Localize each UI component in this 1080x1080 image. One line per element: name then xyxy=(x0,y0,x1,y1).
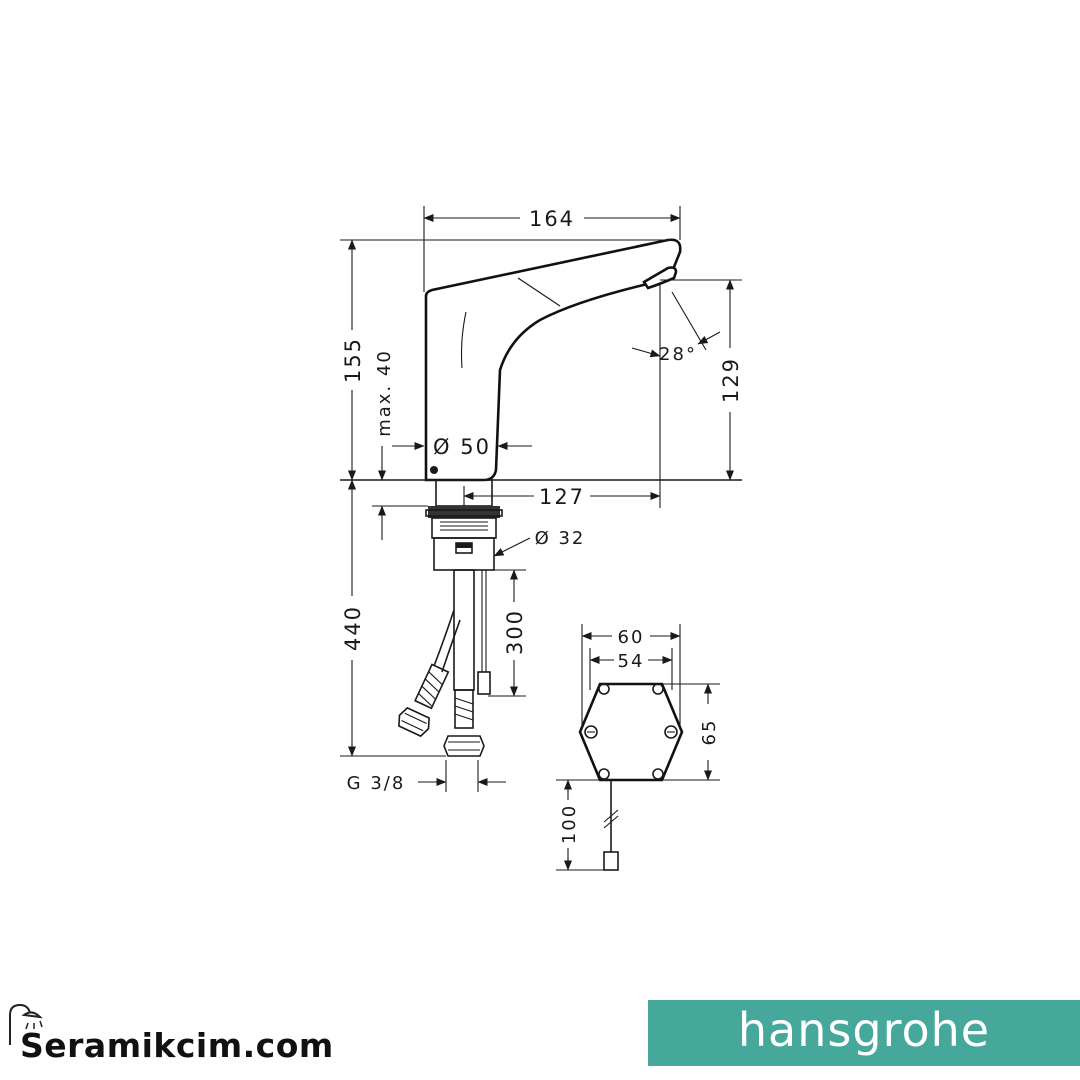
control-box xyxy=(578,682,684,871)
dim-129: 129 xyxy=(719,357,743,403)
dim-440: 440 xyxy=(341,605,365,651)
mounting-assembly xyxy=(398,479,503,757)
dim-diameter-50: Ø 50 xyxy=(433,435,491,459)
dim-60: 60 xyxy=(618,627,645,648)
dim-300: 300 xyxy=(503,609,527,655)
dim-100: 100 xyxy=(559,804,580,844)
dim-127: 127 xyxy=(539,485,585,509)
dim-max-40: max. 40 xyxy=(374,349,395,437)
dim-164: 164 xyxy=(529,207,575,231)
watermark-text: Seramikcim.com xyxy=(20,1026,334,1065)
dim-g-3-8: G 3/8 xyxy=(347,773,406,794)
dim-diameter-32: Ø 32 xyxy=(535,528,586,549)
watermark-shower-area xyxy=(9,1003,43,1045)
brand-logo-text: hansgrohe xyxy=(737,1003,991,1057)
shower-head-icon xyxy=(9,1003,43,1045)
dim-angle-28: 28° xyxy=(659,344,697,365)
dim-65: 65 xyxy=(699,719,720,746)
dim-54: 54 xyxy=(618,651,645,672)
dim-155: 155 xyxy=(341,337,365,383)
faucet-body xyxy=(424,238,682,482)
dimension-lines xyxy=(340,206,742,871)
brand-banner: hansgrohe xyxy=(648,1000,1080,1066)
